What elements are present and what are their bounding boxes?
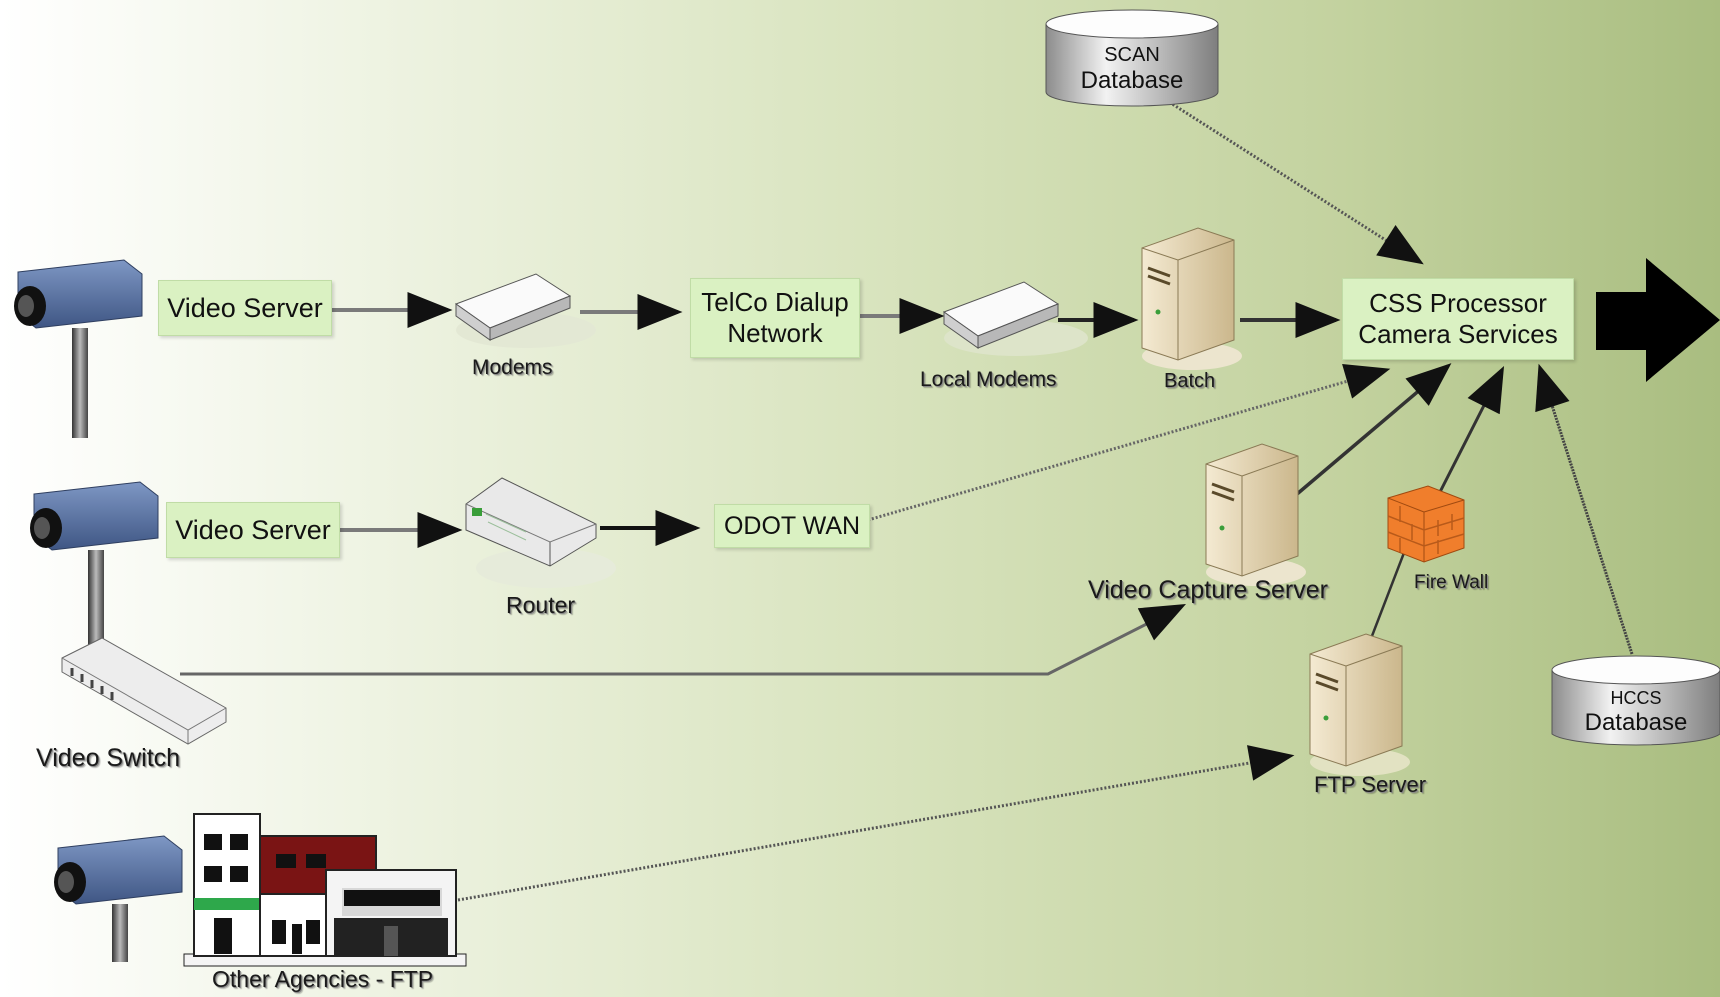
- firewall-icon: [1387, 485, 1465, 563]
- video-server-2-box: Video Server: [166, 502, 340, 558]
- css-line2: Camera Services: [1358, 319, 1558, 349]
- edge-firewall-to-css: [1438, 365, 1505, 493]
- camera-icon: [14, 259, 143, 438]
- local-modem-icon: [942, 281, 1088, 356]
- scan-database-label: SCAN Database: [1046, 44, 1218, 95]
- video-server-1-label: Video Server: [167, 292, 323, 323]
- telco-dialup-network-box: TelCo Dialup Network: [690, 278, 860, 358]
- hccs-database-label: HCCS Database: [1552, 688, 1720, 736]
- odot-wan-box: ODOT WAN: [714, 504, 870, 548]
- edge-odot-wan-to-css: [867, 363, 1391, 522]
- batch-label: Batch: [1164, 370, 1216, 392]
- camera-icon: [54, 835, 183, 962]
- odot-wan-label: ODOT WAN: [723, 512, 861, 540]
- local-modems-label: Local Modems: [920, 368, 1057, 391]
- video-capture-server-label: Video Capture Server: [1088, 576, 1328, 604]
- css-processor-box: CSS Processor Camera Services: [1342, 278, 1574, 360]
- video-switch-label: Video Switch: [36, 744, 181, 772]
- router-icon: [465, 477, 616, 588]
- output-arrow-icon: [1596, 258, 1720, 382]
- video-server-1-box: Video Server: [158, 280, 332, 336]
- buildings-icon: [183, 813, 467, 967]
- telco-line1: TelCo Dialup: [701, 286, 849, 317]
- modem-icon: [454, 273, 596, 348]
- other-agencies-label: Other Agencies - FTP: [212, 966, 434, 992]
- database-icon: [1551, 655, 1720, 746]
- css-line1: CSS Processor: [1369, 287, 1547, 318]
- scan-db-line1: SCAN: [1104, 44, 1160, 66]
- hccs-db-line1: HCCS: [1610, 688, 1662, 708]
- camera-icon: [30, 481, 159, 660]
- connectors: [180, 98, 1634, 902]
- video-switch-icon: [61, 637, 227, 745]
- edge-video-switch-to-video-capture: [180, 603, 1187, 676]
- fire-wall-label: Fire Wall: [1414, 572, 1489, 593]
- router-label: Router: [506, 592, 576, 618]
- edge-hccs-db-to-css: [1535, 363, 1634, 655]
- database-icon: [1045, 9, 1219, 107]
- hccs-db-line2: Database: [1584, 708, 1688, 736]
- scan-db-line2: Database: [1080, 67, 1184, 94]
- batch-server-icon: [1141, 227, 1242, 370]
- video-capture-server-icon: [1205, 443, 1306, 586]
- video-server-2-label: Video Server: [175, 514, 331, 545]
- edge-video-capture-to-css: [1288, 363, 1452, 502]
- modems-label: Modems: [472, 356, 553, 379]
- telco-line2: Network: [727, 318, 823, 348]
- ftp-server-label: FTP Server: [1314, 772, 1427, 797]
- ftp-server-icon: [1309, 633, 1410, 776]
- edge-other-agencies-to-ftp: [457, 745, 1295, 902]
